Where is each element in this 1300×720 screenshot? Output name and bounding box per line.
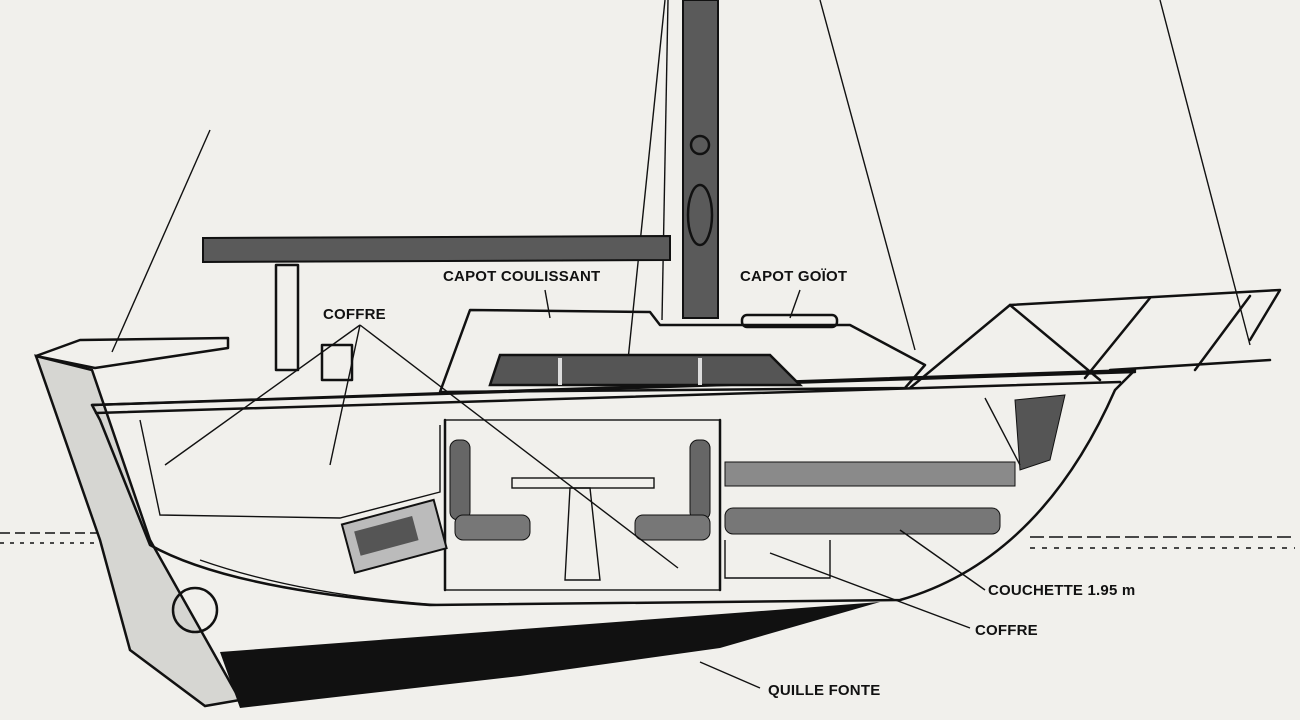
deck-vent [320, 343, 354, 382]
label-capot-coulissant: CAPOT COULISSANT [443, 268, 601, 285]
deck-line [90, 370, 1137, 407]
propeller-icon [171, 586, 219, 634]
cabin-windows [488, 353, 804, 387]
keel [220, 602, 880, 708]
backrest-cushion [449, 439, 471, 521]
under-berth-locker [724, 540, 831, 579]
label-capot-goiot: CAPOT GOÏOT [740, 268, 848, 285]
engine [340, 498, 448, 575]
label-couchette: COUCHETTE 1.95 m [988, 582, 1136, 599]
label-coffre-bottom: COFFRE [975, 622, 1038, 639]
aft-locker [139, 419, 441, 519]
hull [90, 368, 1137, 607]
mast [682, 0, 719, 319]
berth-cushion [724, 507, 1001, 535]
interior [139, 394, 1066, 634]
seat-cushion [634, 514, 711, 541]
toe-rail [94, 380, 1122, 415]
rigging [111, 0, 1251, 361]
label-coffre-top: COFFRE [323, 306, 386, 323]
saloon-table-top [511, 477, 655, 489]
boom-crutch [274, 263, 300, 372]
upper-berth [724, 461, 1016, 487]
cabin-top [438, 308, 927, 394]
seat-cushion [454, 514, 531, 541]
forward-hatch [740, 313, 839, 329]
rudder-skeg [34, 354, 242, 708]
tiller [34, 336, 230, 370]
saloon [444, 419, 721, 591]
anchor-locker [1014, 394, 1066, 471]
chain-line [984, 397, 1021, 466]
leader-lines [164, 289, 986, 689]
mast-winch-icon [689, 134, 711, 156]
mast-fitting-icon [686, 183, 714, 247]
pulpit [908, 288, 1282, 390]
waterline [0, 532, 1295, 549]
label-quille: QUILLE FONTE [768, 682, 881, 699]
hull-inner-line [199, 559, 441, 606]
backrest-cushion [689, 439, 711, 521]
saloon-table-leg [564, 487, 601, 581]
boom [202, 234, 671, 264]
